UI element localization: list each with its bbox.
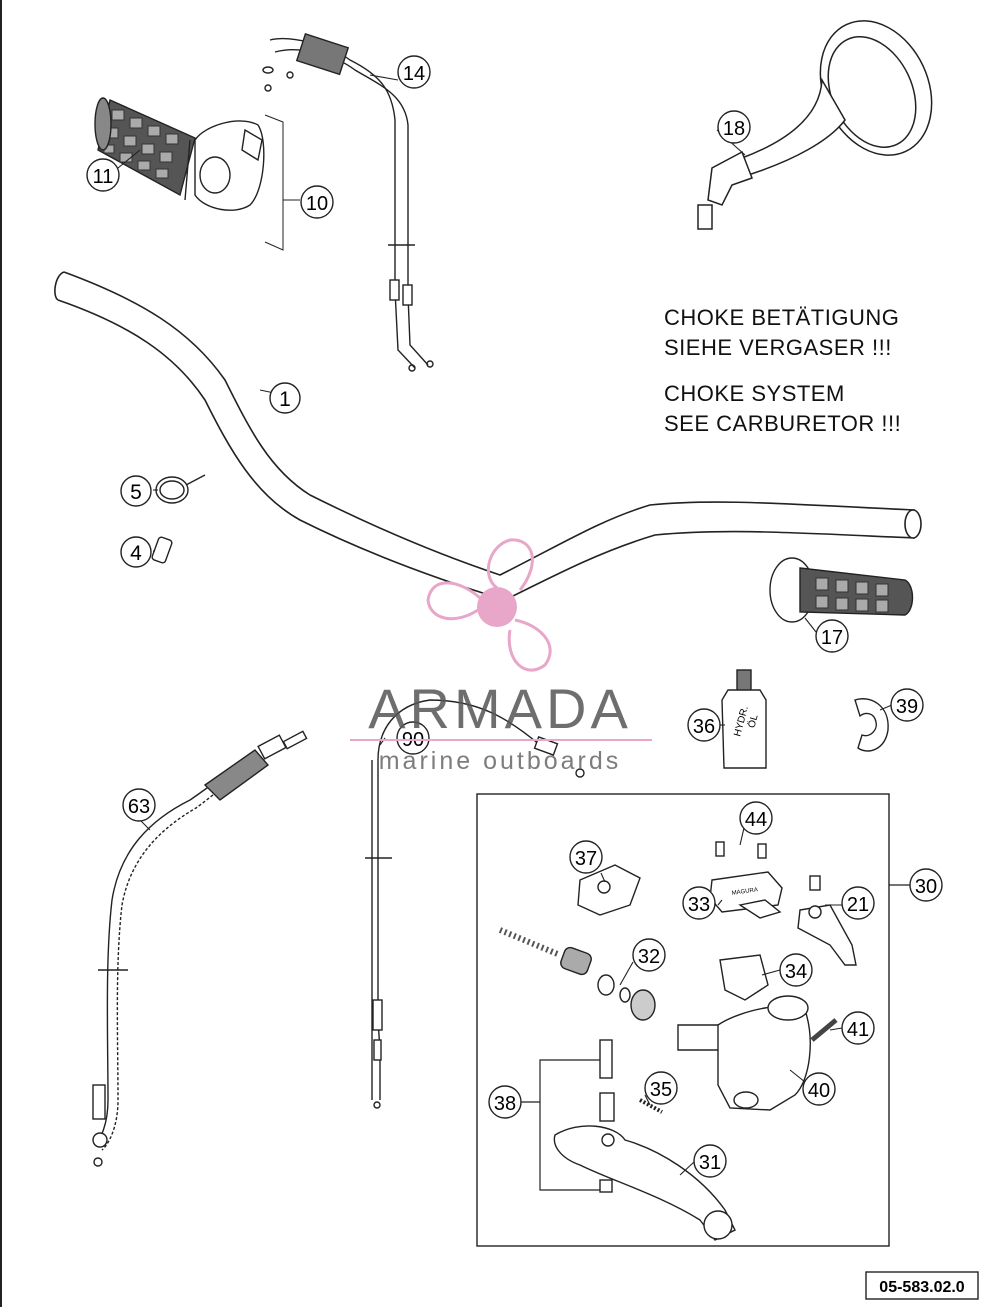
callout-30: 30: [909, 868, 943, 902]
leader-38-bracket: [520, 1059, 600, 1191]
svg-text:32: 32: [638, 946, 660, 968]
handlebar: [54, 271, 922, 601]
clamp: [854, 698, 889, 752]
svg-text:4: 4: [130, 542, 142, 565]
left-grip: [769, 557, 914, 623]
watermark-tagline: marine outboards: [379, 747, 622, 775]
svg-text:44: 44: [745, 809, 767, 831]
watermark-brand: ARMADA: [368, 677, 632, 740]
throttle-cables: [262, 33, 434, 372]
callout-37: 37: [569, 840, 603, 874]
brake-parts: [498, 841, 857, 1241]
svg-text:39: 39: [896, 696, 918, 718]
end-plug: [151, 536, 173, 564]
callout-35: 35: [644, 1071, 678, 1105]
svg-text:21: 21: [847, 894, 869, 916]
callout-11: 11: [86, 158, 120, 192]
svg-text:40: 40: [808, 1080, 830, 1102]
callout-40: 40: [802, 1072, 836, 1106]
svg-text:34: 34: [785, 961, 807, 983]
speedometer-cable: [92, 730, 308, 1167]
callout-4: 4: [120, 536, 152, 568]
callout-38: 38: [488, 1085, 522, 1119]
choke-note-de-line2: SIEHE VERGASER !!!: [664, 335, 892, 360]
callout-33: 33: [682, 886, 716, 920]
callout-31: 31: [693, 1144, 727, 1178]
svg-text:30: 30: [915, 876, 937, 898]
watermark-logo: [426, 538, 552, 672]
callout-18: 18: [717, 110, 751, 144]
brake-assembly-box: [476, 793, 890, 1247]
svg-text:33: 33: [688, 894, 710, 916]
drawing-number: 05-583.02.0: [879, 1279, 965, 1296]
leader-lines: [117, 74, 893, 1176]
svg-text:11: 11: [93, 166, 114, 188]
callout-1: 1: [269, 382, 301, 414]
choke-note-de-line1: CHOKE BETÄTIGUNG: [664, 305, 900, 330]
svg-text:17: 17: [821, 627, 843, 649]
drawing-number-box: [865, 1271, 979, 1300]
svg-text:63: 63: [128, 796, 150, 818]
callout-14: 14: [397, 55, 431, 89]
svg-text:35: 35: [650, 1079, 672, 1101]
svg-text:31: 31: [699, 1152, 721, 1174]
svg-text:38: 38: [494, 1093, 516, 1115]
throttle-housing: [184, 120, 265, 211]
callout-41: 41: [841, 1011, 875, 1045]
choke-note-english: CHOKE SYSTEM SEE CARBURETOR !!!: [664, 379, 901, 439]
svg-text:36: 36: [693, 716, 715, 738]
mirror: [697, 20, 933, 230]
svg-text:1: 1: [279, 388, 291, 411]
housing-bracket-line: [264, 114, 284, 251]
cable-tie: [155, 474, 206, 504]
svg-text:41: 41: [847, 1019, 869, 1041]
callout-5: 5: [120, 475, 152, 507]
hydraulic-oil-bottle: [721, 669, 767, 769]
svg-text:37: 37: [575, 848, 597, 870]
callout-44: 44: [739, 801, 773, 835]
svg-text:10: 10: [306, 193, 328, 215]
callout-34: 34: [779, 953, 813, 987]
callout-17: 17: [815, 619, 849, 653]
callout-39: 39: [890, 688, 924, 722]
reservoir-label: MAGURA: [731, 887, 758, 897]
bottle-label-line2: ÖL: [746, 713, 761, 729]
decompression-cable: [365, 699, 585, 1109]
choke-note-en-line1: CHOKE SYSTEM: [664, 381, 845, 406]
svg-text:14: 14: [403, 63, 425, 85]
callout-63: 63: [122, 788, 156, 822]
svg-text:18: 18: [723, 118, 745, 140]
callout-36: 36: [687, 708, 721, 742]
callout-32: 32: [632, 938, 666, 972]
callout-10: 10: [300, 185, 334, 219]
choke-note-en-line2: SEE CARBURETOR !!!: [664, 411, 902, 436]
throttle-grip: [94, 97, 196, 197]
choke-note-german: CHOKE BETÄTIGUNG SIEHE VERGASER !!!: [664, 303, 899, 363]
callout-21: 21: [841, 886, 875, 920]
svg-text:5: 5: [130, 481, 142, 504]
